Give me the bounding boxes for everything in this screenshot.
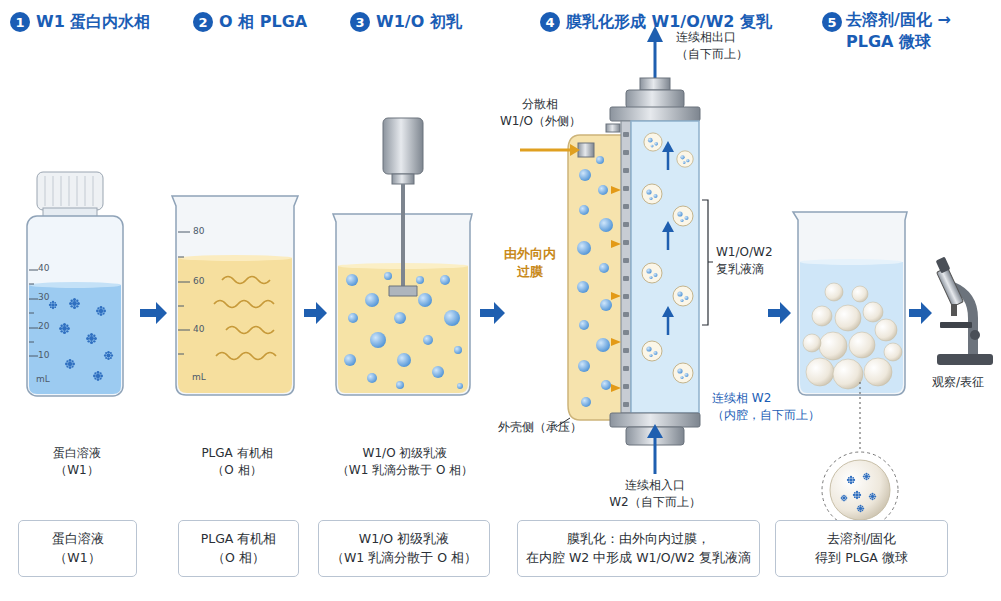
part-annotation: 外壳侧（承压） [498, 419, 582, 436]
step-number: 4 [540, 12, 560, 32]
flow-annotation: 分散相 W1/O（外侧） [500, 96, 580, 130]
step-title: O 相 PLGA [219, 11, 307, 33]
box-text: 膜乳化：由外向内过膜， 在内腔 W2 中形成 W1/O/W2 复乳液滴 [526, 530, 751, 568]
box-text-group: PLGA 有机相 （O 相） [201, 530, 277, 568]
caption: W1/O 初级乳液 （W1 乳滴分散于 O 相） [320, 445, 490, 479]
step-number: 2 [193, 12, 213, 32]
scale-mark: mL [192, 371, 206, 384]
box-text-group: 去溶剂/固化 得到 PLGA 微球 [815, 530, 908, 568]
box-text-group: 膜乳化：由外向内过膜， 在内腔 W2 中形成 W1/O/W2 复乳液滴 [526, 530, 751, 568]
scale-mark: mL [36, 373, 50, 386]
step-title: 膜乳化形成 W1/O/W2 复乳 [566, 11, 772, 33]
scale-mark: 30 [38, 291, 49, 304]
scale-mark: 60 [193, 275, 204, 288]
flow-annotation: 连续相入口 W2（自下而上） [575, 477, 735, 511]
flow-annotation: 连续相出口 （自下而上） [676, 29, 748, 63]
step-title: W1 蛋白内水相 [36, 11, 150, 33]
step-number: 3 [350, 12, 370, 32]
step-summary-box: 膜乳化：由外向内过膜， 在内腔 W2 中形成 W1/O/W2 复乳液滴 [517, 520, 760, 577]
box-text-group: W1/O 初级乳液 （W1 乳滴分散于 O 相） [331, 530, 477, 568]
step-title: 去溶剂/固化 → PLGA 微球 [846, 9, 951, 54]
box-text: 蛋白溶液 （W1） [52, 530, 104, 568]
step-number: 5 [822, 12, 842, 32]
step-number: 1 [10, 12, 30, 32]
flow-annotation: 连续相 W2 （内腔，自下而上） [712, 390, 820, 424]
box-text: W1/O 初级乳液 （W1 乳滴分散于 O 相） [331, 530, 477, 568]
box-text: PLGA 有机相 （O 相） [201, 530, 277, 568]
caption: PLGA 有机相 （O 相） [177, 445, 297, 479]
step-summary-box: W1/O 初级乳液 （W1 乳滴分散于 O 相） [318, 520, 490, 577]
box-text: 去溶剂/固化 得到 PLGA 微球 [815, 530, 908, 568]
step-title: W1/O 初乳 [376, 11, 462, 33]
scale-mark: 10 [38, 349, 49, 362]
caption: 观察/表征 [932, 374, 984, 391]
step-summary-box: PLGA 有机相 （O 相） [178, 520, 299, 577]
bracket-annotation: W1/O/W2 复乳液滴 [716, 244, 773, 278]
scale-mark: 40 [38, 262, 49, 275]
scale-mark: 20 [38, 320, 49, 333]
step-summary-box: 蛋白溶液 （W1） [18, 520, 137, 577]
step-summary-box: 去溶剂/固化 得到 PLGA 微球 [775, 520, 948, 577]
scale-mark: 80 [193, 225, 204, 238]
scale-mark: 40 [193, 323, 204, 336]
box-text-group: 蛋白溶液 （W1） [52, 530, 104, 568]
flow-annotation: 由外向内 过膜 [500, 245, 560, 281]
caption: 蛋白溶液 （W1） [27, 445, 127, 479]
